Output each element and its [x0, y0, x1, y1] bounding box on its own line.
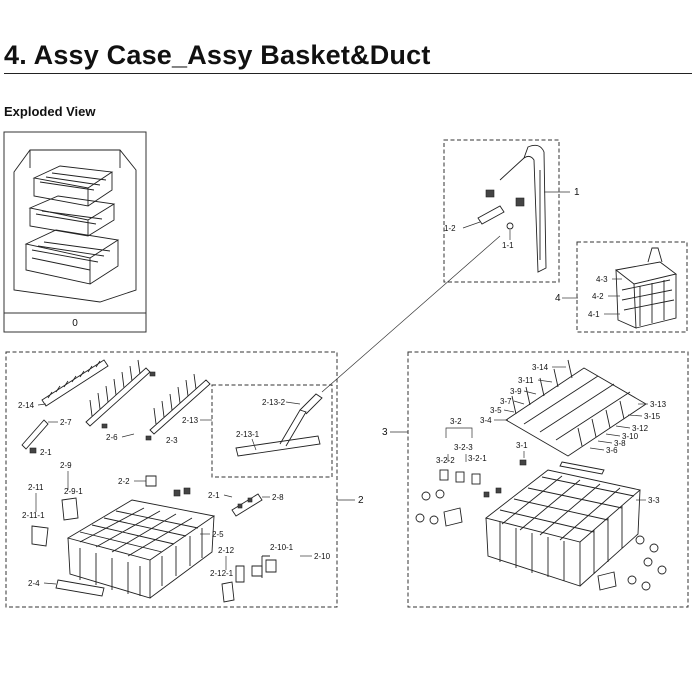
label-2-8: 2-8 [272, 493, 284, 502]
label-2-4: 2-4 [28, 579, 40, 588]
title-underline [4, 73, 692, 74]
section-subtitle: Exploded View [4, 104, 96, 119]
group-1-duct: 1 1-2 1-1 [443, 139, 580, 283]
label-3-13: 3-13 [650, 400, 667, 409]
label-2-12: 2-12 [218, 546, 235, 555]
label-3-2: 3-2 [450, 417, 462, 426]
label-group-1: 1 [574, 187, 580, 198]
label-2-13: 2-13 [182, 416, 199, 425]
label-3-2-2: 3-2-2 [436, 456, 455, 465]
label-3-14: 3-14 [532, 363, 549, 372]
label-2-1: 2-1 [208, 491, 220, 500]
label-3-6: 3-6 [606, 446, 618, 455]
label-2-10: 2-10 [314, 552, 331, 561]
label-2-2: 2-2 [118, 477, 130, 486]
group-2-upper-rack: 2 2-14 2-7 2-1 2-6 2-3 2-13 2-13-2 2-13-… [5, 351, 364, 608]
thumbnail-label: 0 [72, 318, 78, 329]
label-2-10-1: 2-10-1 [270, 543, 294, 552]
label-2-12-1: 2-12-1 [210, 569, 234, 578]
label-3-5: 3-5 [490, 406, 502, 415]
label-3-4: 3-4 [480, 416, 492, 425]
label-2-3: 2-3 [166, 436, 178, 445]
page-title: 4. Assy Case_Assy Basket&Duct [4, 40, 431, 70]
label-3-8: 3-8 [614, 439, 626, 448]
label-3-15: 3-15 [644, 412, 661, 421]
label-2-11: 2-11 [28, 483, 44, 492]
label-3-2-1: 3-2-1 [468, 454, 487, 463]
label-3-9: 3-9 [510, 387, 522, 396]
connector-line [321, 235, 501, 393]
label-3-7: 3-7 [500, 397, 512, 406]
label-2-6: 2-6 [106, 433, 118, 442]
group-3-lower-rack: 3 3-14 3-11 3-9 3-7 3-5 3-4 3-13 3-15 3-… [382, 351, 689, 608]
label-4-1: 4-1 [588, 310, 600, 319]
label-2-9: 2-9 [60, 461, 72, 470]
label-3-10: 3-10 [622, 432, 639, 441]
label-4-2: 4-2 [592, 292, 604, 301]
label-2-7: 2-7 [60, 418, 72, 427]
label-group-3: 3 [382, 427, 388, 438]
label-2-11-1: 2-11-1 [22, 511, 45, 520]
label-1-2: 1-2 [444, 224, 456, 233]
group-4-cutlery-basket: 4 4-3 4-2 4-1 [555, 241, 688, 333]
label-2-5: 2-5 [212, 530, 224, 539]
label-3-12: 3-12 [632, 424, 649, 433]
label-2-13-1: 2-13-1 [236, 430, 260, 439]
label-2-13-2: 2-13-2 [262, 398, 286, 407]
label-3-11: 3-11 [518, 376, 534, 385]
label-1-1: 1-1 [502, 241, 514, 250]
label-2-9-1: 2-9-1 [64, 487, 83, 496]
label-3-3: 3-3 [648, 496, 660, 505]
label-2-14: 2-14 [18, 401, 35, 410]
label-3-1: 3-1 [516, 441, 528, 450]
label-group-4: 4 [555, 293, 561, 304]
thumbnail-panel: 0 [3, 131, 147, 333]
label-group-2: 2 [358, 495, 364, 506]
label-3-2-3: 3-2-3 [454, 443, 473, 452]
label-4-3: 4-3 [596, 275, 608, 284]
label-2-1-top: 2-1 [40, 448, 52, 457]
